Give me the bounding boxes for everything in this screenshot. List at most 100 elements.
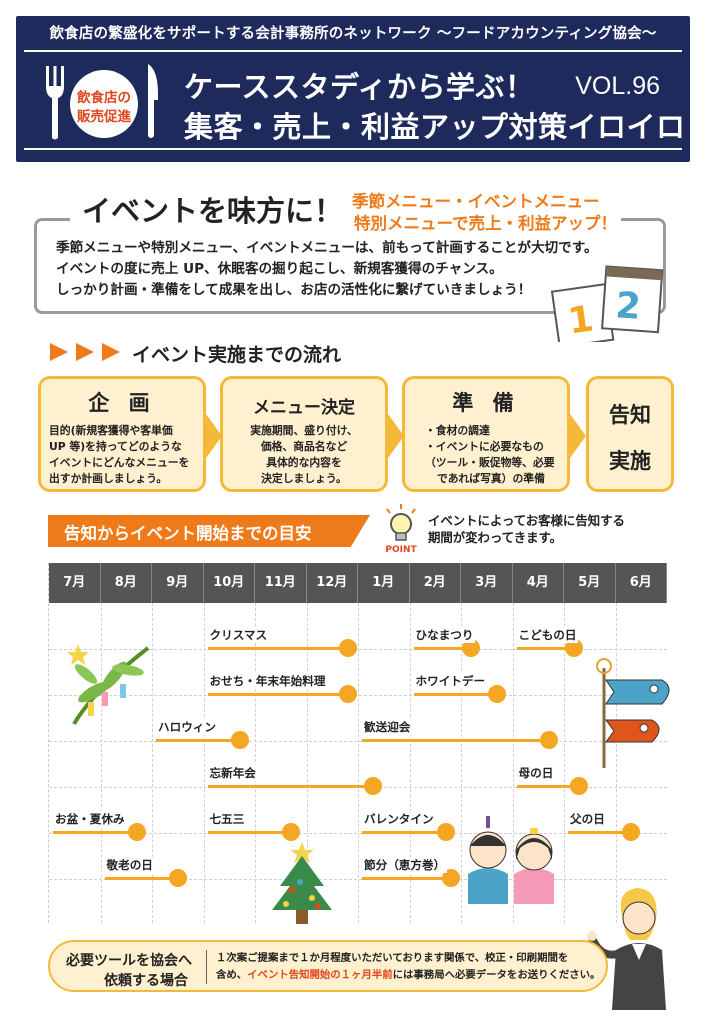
event-label: 母の日 (516, 765, 556, 781)
event-start-dot (462, 639, 481, 657)
svg-text:2: 2 (614, 285, 642, 328)
month-gridline (461, 603, 462, 923)
event-period-bar (207, 647, 348, 650)
flow-step-title: 準 備 (452, 391, 520, 415)
body-line: UP 等)を持ってどのような (49, 440, 182, 453)
event-start-dot (127, 823, 146, 841)
flow-title: イベント実施までの流れ (132, 344, 342, 366)
volume-number: VOL.96 (575, 72, 660, 100)
event-start-dot (621, 823, 640, 841)
badge-line2: 販売促進 (77, 109, 131, 125)
flow-arrow-icon (206, 414, 222, 458)
event-start-dot (441, 869, 460, 887)
intro-line: 季節メニューや特別メニュー、イベントメニューは、前もって計画することが大切です。 (56, 240, 598, 256)
month-gridline (512, 603, 514, 923)
event-start-dot (230, 731, 249, 749)
koinobori-carp-icon (596, 658, 670, 768)
event-label: 節分（恵方巻） (362, 857, 448, 873)
hina-dolls-icon (468, 816, 554, 904)
intro-text: 季節メニューや特別メニュー、イベントメニューは、前もって計画することが大切です。… (56, 238, 656, 301)
month-gridline (100, 603, 102, 923)
flow-step-menu: メニュー決定 実施期間、盛り付け、 価格、商品名など 具体的な内容を 決定しまし… (220, 376, 388, 492)
event-period-bar (207, 831, 292, 834)
body-line: であれば写真）の準備 (437, 472, 545, 485)
announce-line1: 告知 (609, 403, 651, 427)
body-line: 目的(新規客獲得や客単価 (49, 424, 173, 437)
event-start-dot (168, 869, 187, 887)
event-label: 歓送迎会 (362, 719, 413, 735)
body-line: （ツール・販促物等、必要 (425, 456, 555, 469)
month-header: 6月 (616, 563, 667, 603)
body-line: 具体的な内容を (266, 456, 342, 469)
month-gridline (615, 603, 617, 923)
footer-text-line2: 含め、イベント告知開始の１ヶ月半前には事務局へ必要データをお送りください。 (216, 967, 608, 984)
announce-line2: 実施 (609, 449, 651, 473)
event-period-bar (516, 647, 575, 650)
month-header: 1月 (358, 563, 410, 603)
point-note-line: イベントによってお客様に告知する (428, 513, 625, 528)
point-note-line: 期間が変わってきます。 (428, 530, 563, 545)
point-label: POINT (385, 545, 417, 554)
event-period-bar (362, 877, 451, 880)
footer-left-line1: 必要ツールを協会へ (66, 953, 192, 969)
event-label: バレンタイン (362, 811, 436, 827)
month-gridline (255, 603, 256, 923)
event-label: 七五三 (207, 811, 247, 827)
event-start-dot (570, 777, 589, 795)
footer-text: １次案ご提案まで１か月程度いただいております関係で、校正・印刷期間を 含め、イベ… (216, 950, 608, 984)
sales-promotion-badge: 飲食店の 販売促進 (70, 70, 138, 138)
event-label: ハロウィン (156, 719, 218, 735)
event-period-bar (53, 831, 137, 834)
flow-step-title: 企 画 (88, 391, 156, 415)
flow-step-announce: 告知 実施 (586, 376, 674, 492)
flow-step-title: メニュー決定 (253, 398, 355, 418)
month-gridline (152, 603, 153, 923)
month-header: 12月 (307, 563, 358, 603)
triple-arrow-icon (50, 343, 120, 361)
month-header: 3月 (461, 563, 513, 603)
month-gridline (564, 603, 565, 923)
point-note: イベントによってお客様に告知する 期間が変わってきます。 (428, 512, 625, 546)
month-gridline (203, 603, 205, 923)
footer-text-pre: 含め、 (216, 969, 248, 981)
flow-step-body: ・食材の調達 ・イベントに必要なもの （ツール・販促物等、必要 であれば写真）の… (425, 423, 559, 487)
christmas-tree-icon (272, 842, 332, 924)
event-subheading-1: 季節メニュー・イベントメニュー (348, 188, 604, 212)
badge-line1: 飲食店の (77, 90, 131, 106)
header-title-area: 飲食店の 販売促進 ケーススタディから学ぶ！ 集客・売上・利益アップ対策イロイロ… (24, 50, 685, 150)
body-line: ・食材の調達 (425, 424, 490, 437)
month-header: 10月 (204, 563, 255, 603)
month-header: 5月 (564, 563, 616, 603)
header-banner: 飲食店の繁盛化をサポートする会計事務所のネットワーク ～フードアカウンティング協… (16, 16, 690, 162)
event-period-bar (362, 739, 549, 742)
footer-text-post: には事務局へ必要データをお送りください。 (392, 969, 601, 981)
flow-arrow-icon (570, 414, 586, 458)
event-period-bar (207, 785, 374, 788)
month-header: 9月 (152, 563, 204, 603)
event-subheading-2: 特別メニューで売上・利益アップ！ (350, 210, 622, 234)
row-gridline (49, 741, 667, 742)
event-period-bar (207, 693, 348, 696)
svg-text:1: 1 (566, 298, 597, 342)
month-header: 11月 (255, 563, 307, 603)
body-line: 実施期間、盛り付け、 (250, 424, 358, 437)
row-gridline (49, 879, 667, 880)
footer-text-line1: １次案ご提案まで１か月程度いただいております関係で、校正・印刷期間を (216, 952, 569, 964)
body-line: ・イベントに必要なもの (425, 440, 544, 453)
event-start-dot (364, 777, 383, 795)
event-start-dot (338, 685, 357, 703)
event-label: こどもの日 (516, 627, 579, 643)
flow-step-body: 実施期間、盛り付け、 価格、商品名など 具体的な内容を 決定しましょう。 (231, 423, 377, 487)
row-gridline (49, 833, 667, 834)
event-period-bar (362, 831, 446, 834)
event-label: ひなまつり (413, 627, 476, 643)
event-label: 父の日 (568, 811, 607, 827)
intro-line: イベントの度に売上 UP、休眠客の掘り起こし、新規客獲得のチャンス。 (56, 261, 503, 277)
calendar-icon: 1 2 (550, 265, 664, 342)
row-gridline (49, 695, 667, 696)
timeline-banner-text: 告知からイベント開始までの目安 (64, 524, 312, 543)
intro-line: しっかり計画・準備をして成果を出し、お店の活性化に繋げていきましょう！ (56, 282, 532, 298)
businesswoman-icon (587, 888, 666, 1010)
event-period-bar (156, 739, 240, 742)
